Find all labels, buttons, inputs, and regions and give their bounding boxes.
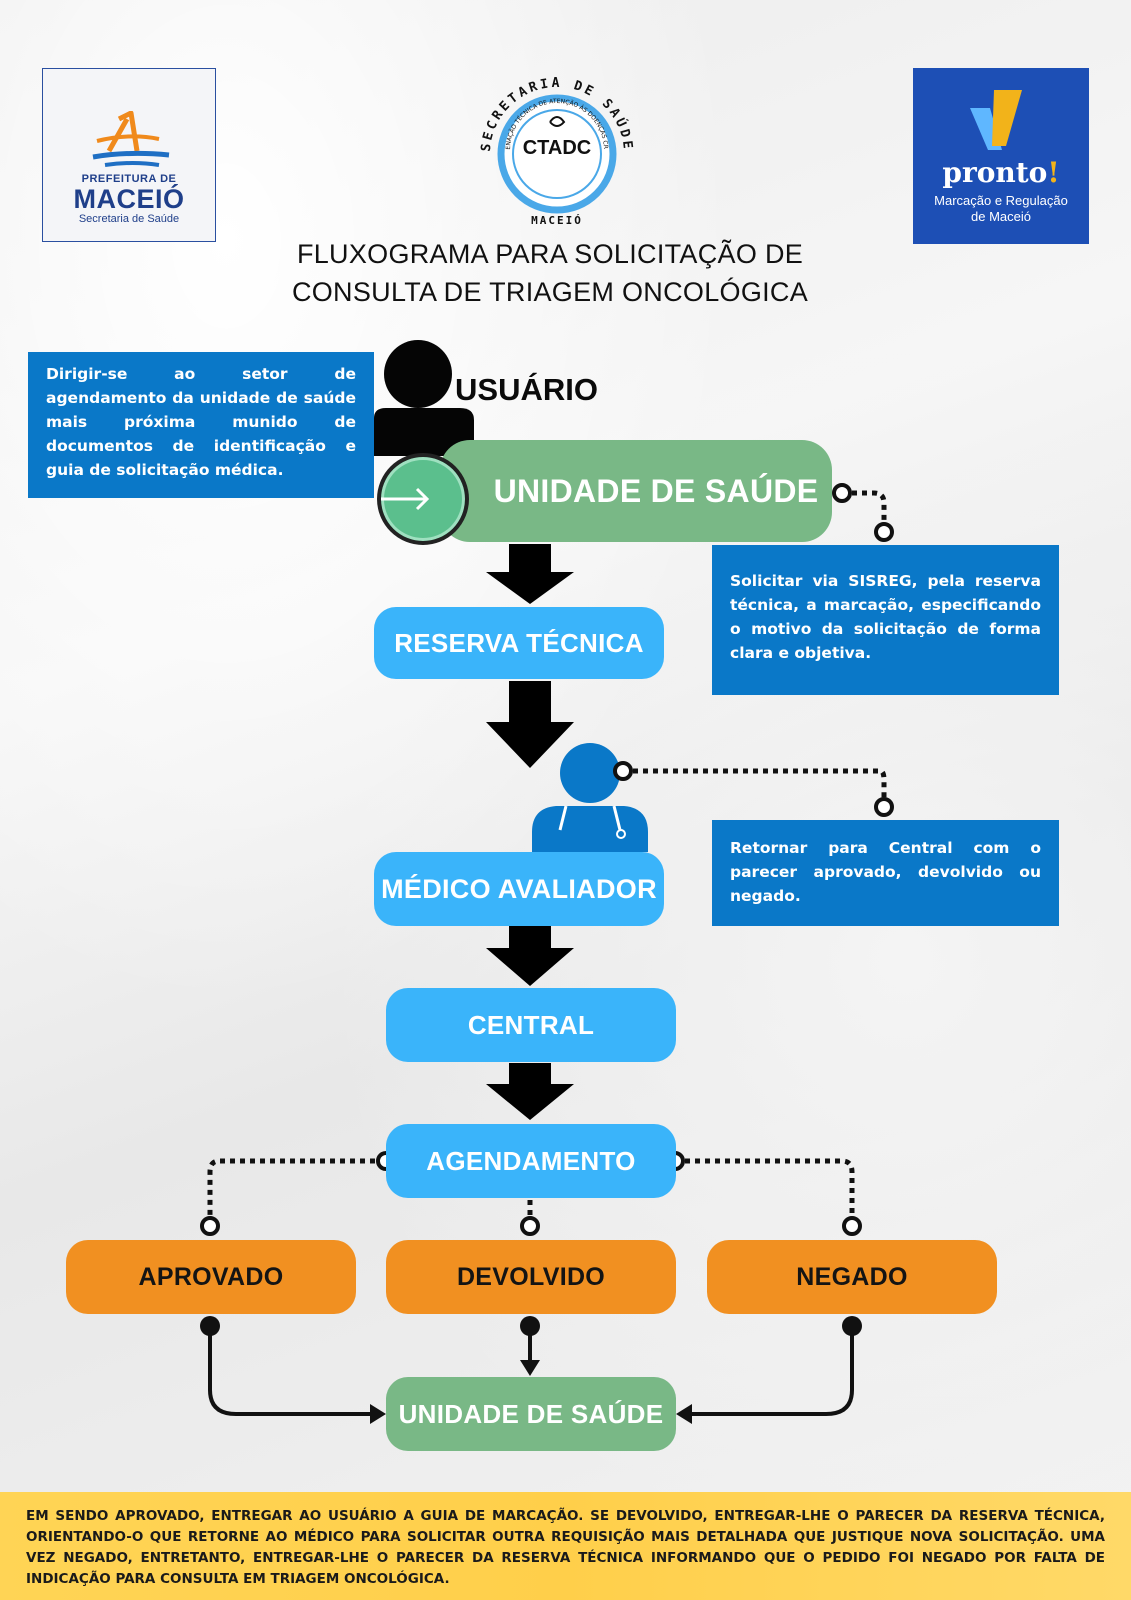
seal-city: MACEIÓ (531, 214, 583, 227)
logo-left-line3: Secretaria de Saúde (78, 213, 180, 225)
logo-left-line1: PREFEITURA DE (81, 173, 177, 185)
pronto-subtitle: Marcação e Regulação de Maceió (934, 193, 1068, 224)
node-agendamento: AGENDAMENTO (386, 1124, 676, 1198)
node-devolvido: DEVOLVIDO (386, 1240, 676, 1314)
page-title: FLUXOGRAMA PARA SOLICITAÇÃO DE CONSULTA … (291, 239, 809, 307)
node-aprovado: APROVADO (66, 1240, 356, 1314)
arrow-right-icon (381, 487, 430, 511)
logo-prefeitura-maceio: PREFEITURA DE MACEIÓ Secretaria de Saúde (42, 68, 216, 242)
stethoscope-icon (549, 116, 566, 127)
note-return-central: Retornar para Central com o parecer apro… (712, 820, 1059, 926)
logo-left-line2: MACEIÓ (73, 184, 185, 214)
arrow-head-icon (520, 1360, 540, 1376)
node-unidade-de-saude-bottom: UNIDADE DE SAÚDE (386, 1377, 676, 1451)
node-reserva-tecnica: RESERVA TÉCNICA (374, 607, 664, 679)
pronto-check-icon (970, 90, 1022, 150)
usuario-label: USUÁRIO (455, 372, 598, 407)
node-medico-avaliador: MÉDICO AVALIADOR (374, 852, 664, 926)
note-user-instructions: Dirigir-se ao setor de agendamento da un… (28, 352, 374, 498)
logo-pronto: pronto! Marcação e Regulação de Maceió (913, 68, 1089, 244)
seal-acronym: CTADC (523, 137, 592, 159)
note-sisreg-request: Solicitar via SISREG, pela reserva técni… (712, 545, 1059, 695)
arrow-head-icon (676, 1404, 692, 1424)
arrow-head-icon (370, 1404, 386, 1424)
logo-ctadc-seal: SECRETARIA DE SAÚDE COORDENAÇÃO TÉCNICA … (472, 62, 632, 227)
node-central: CENTRAL (386, 988, 676, 1062)
enter-circle-icon (377, 453, 469, 545)
maceio-emblem-icon (92, 111, 170, 167)
node-unidade-de-saude-top: UNIDADE DE SAÚDE (440, 440, 832, 542)
user-person-icon (374, 340, 474, 456)
down-arrow-icon (486, 544, 574, 1120)
doctor-person-icon (532, 743, 648, 852)
footer-note: EM SENDO APROVADO, ENTREGAR AO USUÁRIO A… (0, 1492, 1131, 1600)
pronto-wordmark: pronto! (942, 156, 1060, 189)
node-negado: NEGADO (707, 1240, 997, 1314)
